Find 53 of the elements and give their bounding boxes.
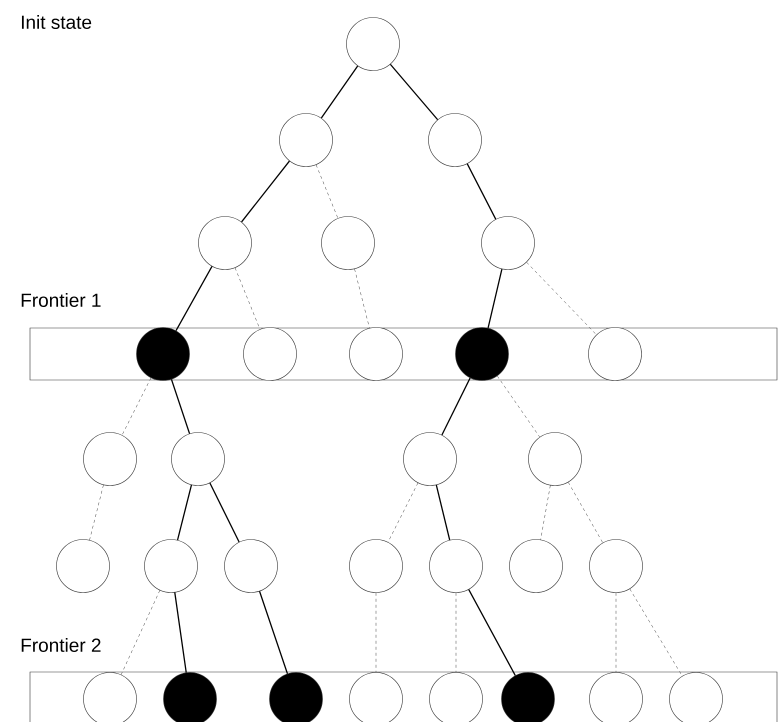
state-circle xyxy=(224,539,278,593)
tree-edge xyxy=(316,164,338,218)
tree-edge xyxy=(436,484,450,540)
tree-edge xyxy=(170,379,190,434)
state-circle xyxy=(588,327,642,381)
band-label: Frontier 2 xyxy=(22,638,101,652)
filled-circle xyxy=(455,327,509,381)
tree-edge xyxy=(258,591,288,674)
state-label: Init state xyxy=(22,15,92,29)
tree-edge xyxy=(122,378,152,436)
state-circle xyxy=(346,17,400,71)
filled-circle xyxy=(269,672,323,722)
tree-edge xyxy=(568,482,603,543)
state-circle xyxy=(321,216,375,270)
state-circle xyxy=(509,539,563,593)
state-circle xyxy=(429,539,483,593)
filled-circle xyxy=(501,672,555,722)
state-circle xyxy=(144,539,198,593)
tree-edge xyxy=(120,590,160,675)
tree-edge xyxy=(176,484,192,540)
state-circle xyxy=(481,216,535,270)
tree-edge xyxy=(526,262,597,335)
band-label: Frontier 1 xyxy=(22,293,101,307)
state-circle xyxy=(349,539,403,593)
tree-edge xyxy=(209,482,240,542)
state-circle xyxy=(243,327,297,381)
state-circle xyxy=(83,432,137,486)
tree-edge xyxy=(241,160,290,222)
state-circle xyxy=(589,539,643,593)
state-circle xyxy=(528,432,582,486)
tree-edge xyxy=(487,268,503,328)
state-circle xyxy=(428,113,482,167)
tree-edge xyxy=(466,164,496,220)
tree-edge xyxy=(468,589,516,676)
filled-circle xyxy=(163,672,217,722)
state-circle xyxy=(279,113,333,167)
filled-circle xyxy=(136,327,190,381)
tree-edge xyxy=(540,485,551,540)
tree-edge xyxy=(174,592,187,673)
tree-edge xyxy=(441,378,471,436)
tree-edge xyxy=(497,376,540,438)
state-circle xyxy=(403,432,457,486)
tree-edge xyxy=(390,64,438,120)
state-circle xyxy=(56,539,110,593)
tree-edge xyxy=(630,588,682,676)
tree-edge xyxy=(354,268,370,328)
tree-edge xyxy=(89,484,104,540)
state-circle xyxy=(349,327,403,381)
state-circle xyxy=(198,216,252,270)
tree-edge xyxy=(176,266,212,331)
state-circle xyxy=(171,432,225,486)
tree-edge xyxy=(320,66,358,118)
tree-edge xyxy=(388,482,418,542)
